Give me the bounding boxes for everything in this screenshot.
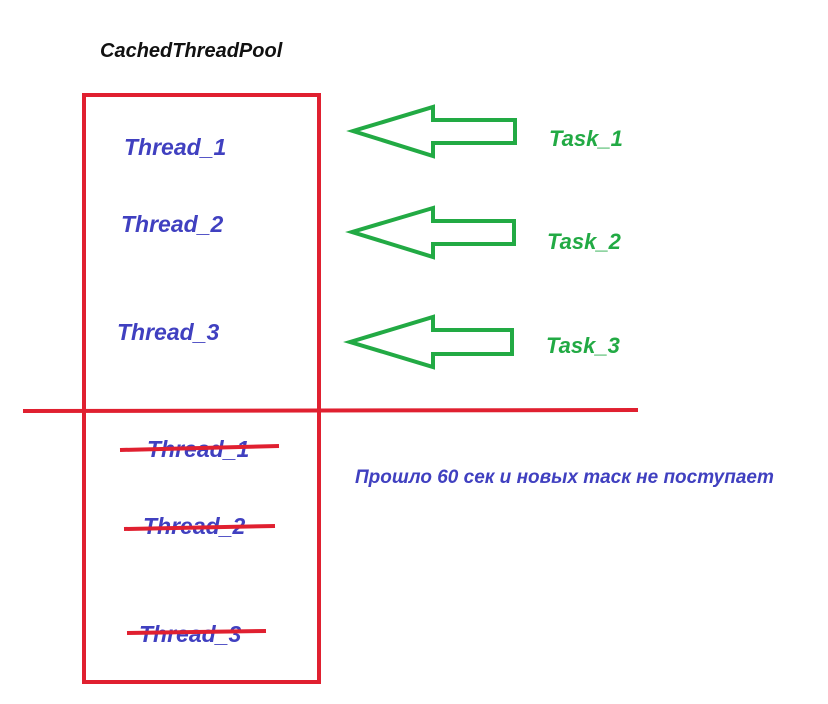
timeline-separator bbox=[22, 408, 639, 413]
strike-line bbox=[119, 444, 280, 452]
task-2: Task_2 bbox=[547, 229, 622, 254]
arrow-left-icon bbox=[345, 205, 516, 260]
arrow-left-icon bbox=[346, 104, 517, 159]
task-3: Task_3 bbox=[546, 333, 620, 358]
strike-line bbox=[126, 629, 267, 635]
arrow-left-icon bbox=[343, 314, 514, 370]
timeout-note: Прошло 60 сек и новых таск не поступает bbox=[355, 467, 774, 488]
thread-pool-box bbox=[82, 93, 321, 684]
diagram-title: CachedThreadPool bbox=[100, 40, 283, 62]
strike-line bbox=[123, 524, 276, 531]
active-thread-1: Thread_1 bbox=[124, 134, 226, 160]
active-thread-2: Thread_2 bbox=[121, 211, 223, 237]
task-1: Task_1 bbox=[549, 126, 623, 151]
active-thread-3: Thread_3 bbox=[117, 319, 219, 345]
